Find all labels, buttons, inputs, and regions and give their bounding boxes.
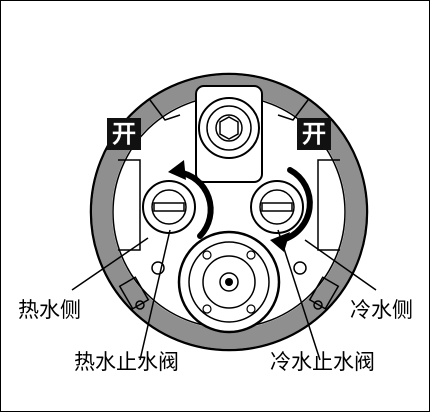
side-brackets: [118, 99, 340, 310]
bottom-cartridge: [177, 230, 281, 334]
hot-open-arrow: [175, 169, 214, 239]
cold-stop-valve-shape: [250, 180, 304, 234]
leader-lines: [71, 229, 377, 361]
open-badge-left: 开: [107, 118, 141, 150]
cold-arrow-head: [270, 232, 290, 252]
hot-side-label: 热水侧: [18, 298, 81, 322]
cold-open-arrow: [279, 167, 313, 243]
rotation-arrows: [175, 167, 313, 243]
open-badge-right: 开: [297, 118, 331, 150]
cold-stop-valve-label: 冷水止水阀: [270, 350, 375, 374]
hot-stop-valve-label: 热水止水阀: [74, 350, 179, 374]
cold-side-label: 冷水侧: [350, 298, 413, 322]
hot-stop-valve-shape: [142, 180, 196, 234]
center-stem: [195, 85, 263, 183]
hot-arrow-head: [168, 160, 186, 180]
